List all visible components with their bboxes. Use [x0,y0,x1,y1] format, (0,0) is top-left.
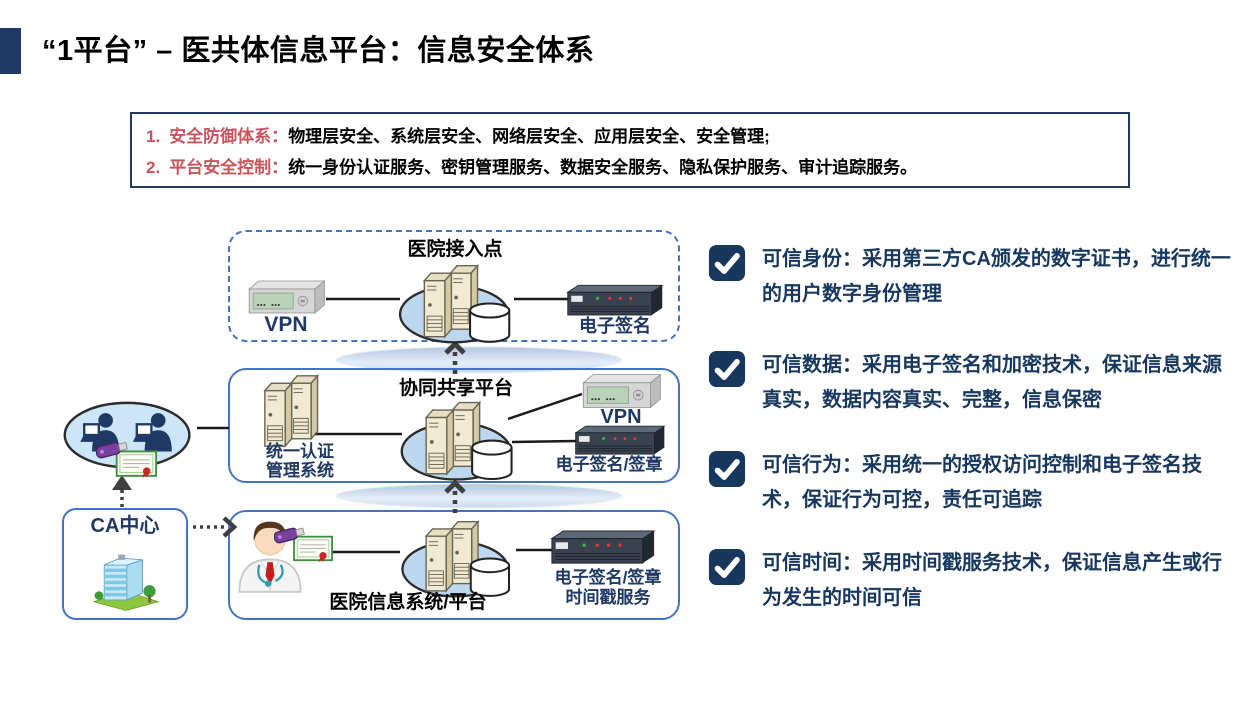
esign-label-line2: 时间戳服务 [565,588,651,607]
server-cluster-icon [398,398,520,484]
vpn-label: VPN [264,313,308,336]
trust-item-text: 可信身份：采用第三方CA颁发的数字证书，进行统一的用户数字身份管理 [762,248,1231,305]
check-icon [708,350,746,388]
item-number: 1. [146,127,161,146]
trust-item-behavior: 可信行为：采用统一的授权访问控制和电子签名技术，保证行为可控，责任可追踪 [708,448,1257,518]
vpn-device-icon [246,276,326,318]
auth-servers-icon [256,374,344,448]
auth-label-line2: 管理系统 [266,461,334,481]
building-icon [92,546,160,612]
item-number: 2. [146,158,161,177]
page-title: “1平台” – 医共体信息平台：信息安全体系 [42,35,595,67]
check-icon [708,244,746,282]
item-label: 安全防御体系： [169,127,289,146]
auth-system-label: 统一认证 管理系统 [238,442,362,480]
usb-key-certificate-icon [96,438,158,478]
signature-device-icon [550,528,656,568]
trust-item-text: 可信行为：采用统一的授权访问控制和电子签名技术，保证行为可控，责任可追踪 [762,454,1202,511]
item-label: 平台安全控制： [169,158,289,177]
vpn-label: VPN [600,406,642,428]
vpn-device-icon [580,371,662,411]
check-icon [708,548,746,586]
server-cluster-icon [396,262,518,346]
access-point-title: 医院接入点 [407,239,503,260]
usb-key-certificate-icon [274,524,334,562]
ca-center-box [62,508,188,620]
trust-item-text: 可信数据：采用电子签名和加密技术，保证信息来源真实，数据内容真实、完整，信息保密 [762,354,1222,411]
signature-device-icon [566,282,664,320]
list-item: 1. 安全防御体系：物理层安全、系统层安全、网络层安全、应用层安全、安全管理; [146,121,1116,152]
esign-label: 电子签名 [579,316,651,336]
signature-device-icon [574,424,666,458]
platform-title: 协同共享平台 [398,378,513,399]
trust-item-time: 可信时间：采用时间戳服务技术，保证信息产生或行为发生的时间可信 [708,546,1257,616]
esign-timestamp-label: 电子签名/签章 时间戳服务 [532,568,684,608]
item-text: 统一身份认证服务、密钥管理服务、数据安全服务、隐私保护服务、审计追踪服务。 [288,158,918,177]
title-accent-bar [0,28,21,74]
trust-item-identity: 可信身份：采用第三方CA颁发的数字证书，进行统一的用户数字身份管理 [708,242,1257,312]
hospital-system-title: 医院信息系统/平台 [329,592,487,613]
trust-item-data: 可信数据：采用电子签名和加密技术，保证信息来源真实，数据内容真实、完整，信息保密 [708,348,1257,418]
check-icon [708,450,746,488]
auth-label-line1: 统一认证 [266,442,334,461]
network-cloud-band [336,484,622,508]
esign-label-line1: 电子签名/签章 [554,568,662,587]
security-summary-box: 1. 安全防御体系：物理层安全、系统层安全、网络层安全、应用层安全、安全管理; 2… [130,112,1130,188]
ca-center-label: CA中心 [90,515,160,537]
item-text: 物理层安全、系统层安全、网络层安全、应用层安全、安全管理; [288,127,770,146]
esign-label: 电子签名/签章 [555,455,663,474]
list-item: 2. 平台安全控制：统一身份认证服务、密钥管理服务、数据安全服务、隐私保护服务、审… [146,152,1116,183]
trust-item-text: 可信时间：采用时间戳服务技术，保证信息产生或行为发生的时间可信 [762,552,1222,609]
